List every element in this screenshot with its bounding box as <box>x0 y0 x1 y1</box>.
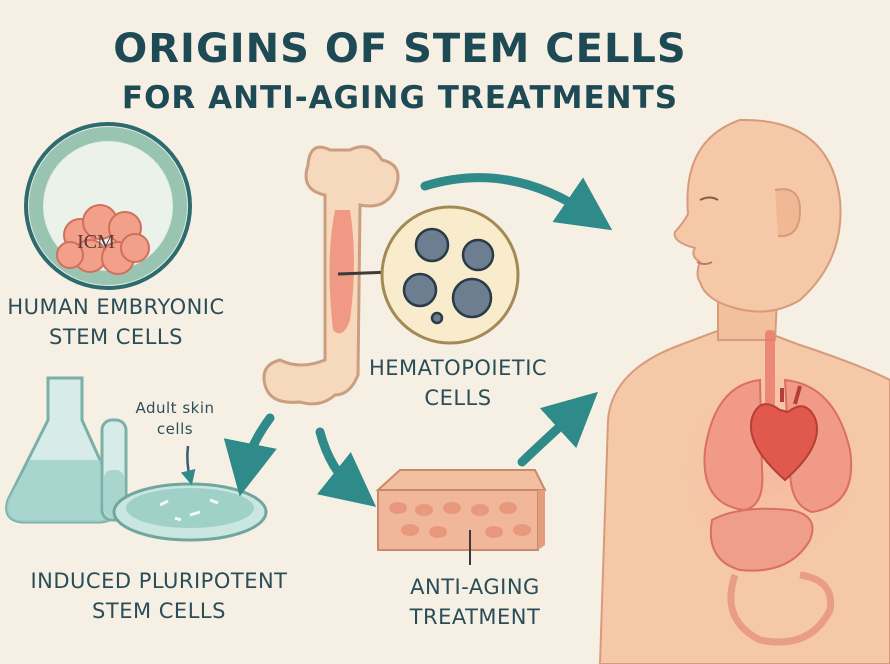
hematopoietic-cells-illustration <box>337 205 520 345</box>
arrow-tissue-to-body <box>517 391 598 467</box>
title-line-2: FOR ANTI-AGING TREATMENTS <box>121 80 679 116</box>
human-body-figure <box>598 118 890 664</box>
flow-arrows <box>223 173 613 507</box>
arrow-bone-to-tissue <box>315 427 377 507</box>
arrow-bone-to-body <box>420 173 613 231</box>
petri-dish-illustration <box>112 482 268 542</box>
title-line-1: ORIGINS OF STEM CELLS <box>113 26 687 72</box>
adult-skin-cells-label: Adult skin cells <box>135 399 215 438</box>
induced-pluripotent-stem-cells-label: INDUCED PLURIPOTENT STEM CELLS <box>30 569 288 623</box>
anti-aging-treatment-label: ANTI-AGING TREATMENT <box>409 575 541 629</box>
embryonic-stem-cells-label: HUMAN EMBRYONIC STEM CELLS <box>7 295 225 349</box>
arrow-adult-skin-pointer <box>180 445 196 486</box>
hematopoietic-cells-label: HEMATOPOIETIC CELLS <box>368 356 548 410</box>
icm-label: ICM <box>77 231 115 253</box>
blastocyst-illustration <box>24 122 192 290</box>
bone-illustration <box>262 145 400 406</box>
lab-flask-illustration <box>5 376 128 524</box>
tissue-block-illustration <box>375 469 547 565</box>
arrow-bone-to-dish <box>223 413 277 497</box>
